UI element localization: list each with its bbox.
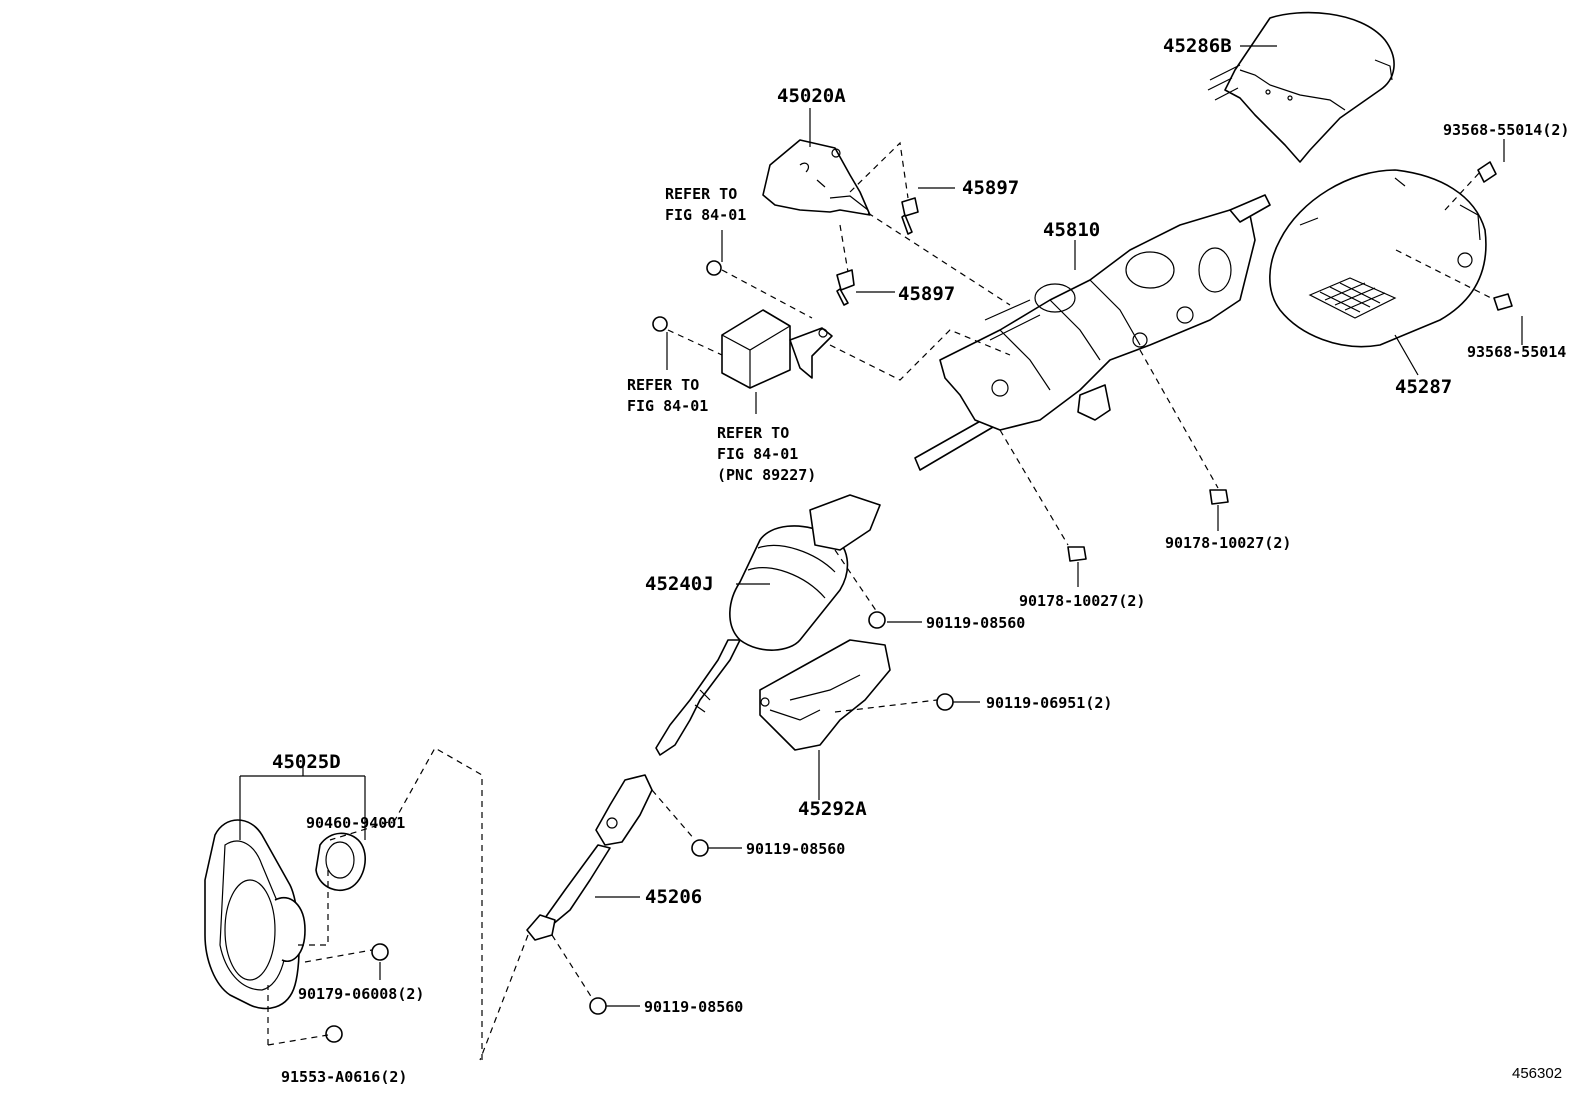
figure-number: 456302 (1512, 1065, 1562, 1082)
label-91553-a0616: 91553-A0616(2) (281, 1068, 407, 1086)
label-45292a: 45292A (798, 798, 867, 820)
intermediate-shaft-45240j (655, 494, 881, 756)
leader-lines (239, 45, 1523, 1007)
label-90119-08560-a: 90119-08560 (926, 614, 1025, 632)
label-45286b: 45286B (1163, 35, 1232, 57)
label-45025d: 45025D (272, 751, 341, 773)
bracket-45020a (762, 139, 871, 216)
label-90119-08560-b: 90119-08560 (746, 840, 845, 858)
refer-to-label-1a: REFER TO (665, 185, 737, 203)
label-90119-08560-c: 90119-08560 (644, 998, 743, 1016)
part-labels: 45286B 45020A 93568-55014(2) 45897 REFER… (272, 35, 1569, 1086)
cover-45292a (759, 639, 891, 751)
label-90119-06951: 90119-06951(2) (986, 694, 1112, 712)
fasteners (325, 161, 1513, 1043)
label-45240j: 45240J (645, 573, 714, 595)
refer-to-label-2a: REFER TO (627, 376, 699, 394)
label-90178-10027-left: 90178-10027(2) (1019, 592, 1145, 610)
hole-cover-45025d (204, 819, 366, 1010)
dashed-assembly-lines (267, 141, 1496, 1061)
refer-to-label-3c: (PNC 89227) (717, 466, 816, 484)
label-45897-lower: 45897 (898, 283, 955, 305)
label-45897-upper: 45897 (962, 177, 1019, 199)
label-90178-10027-right: 90178-10027(2) (1165, 534, 1291, 552)
refer-to-label-1b: FIG 84-01 (665, 206, 746, 224)
upper-column-cover-45286b (1207, 11, 1395, 163)
steering-column-45810 (914, 194, 1271, 471)
label-93568-55014: 93568-55014 (1467, 343, 1566, 361)
label-45020a: 45020A (777, 85, 846, 107)
label-45810: 45810 (1043, 219, 1100, 241)
lower-column-cover-45287 (1269, 169, 1487, 348)
universal-joint-45206 (526, 774, 653, 941)
label-93568-55014-2: 93568-55014(2) (1443, 121, 1569, 139)
refer-to-label-3b: FIG 84-01 (717, 445, 798, 463)
computer-bracket (721, 309, 833, 389)
label-90460-94001: 90460-94001 (306, 814, 405, 832)
label-45206: 45206 (645, 886, 702, 908)
label-90179-06008: 90179-06008(2) (298, 985, 424, 1003)
refer-to-label-3a: REFER TO (717, 424, 789, 442)
label-45287: 45287 (1395, 376, 1452, 398)
refer-to-label-2b: FIG 84-01 (627, 397, 708, 415)
